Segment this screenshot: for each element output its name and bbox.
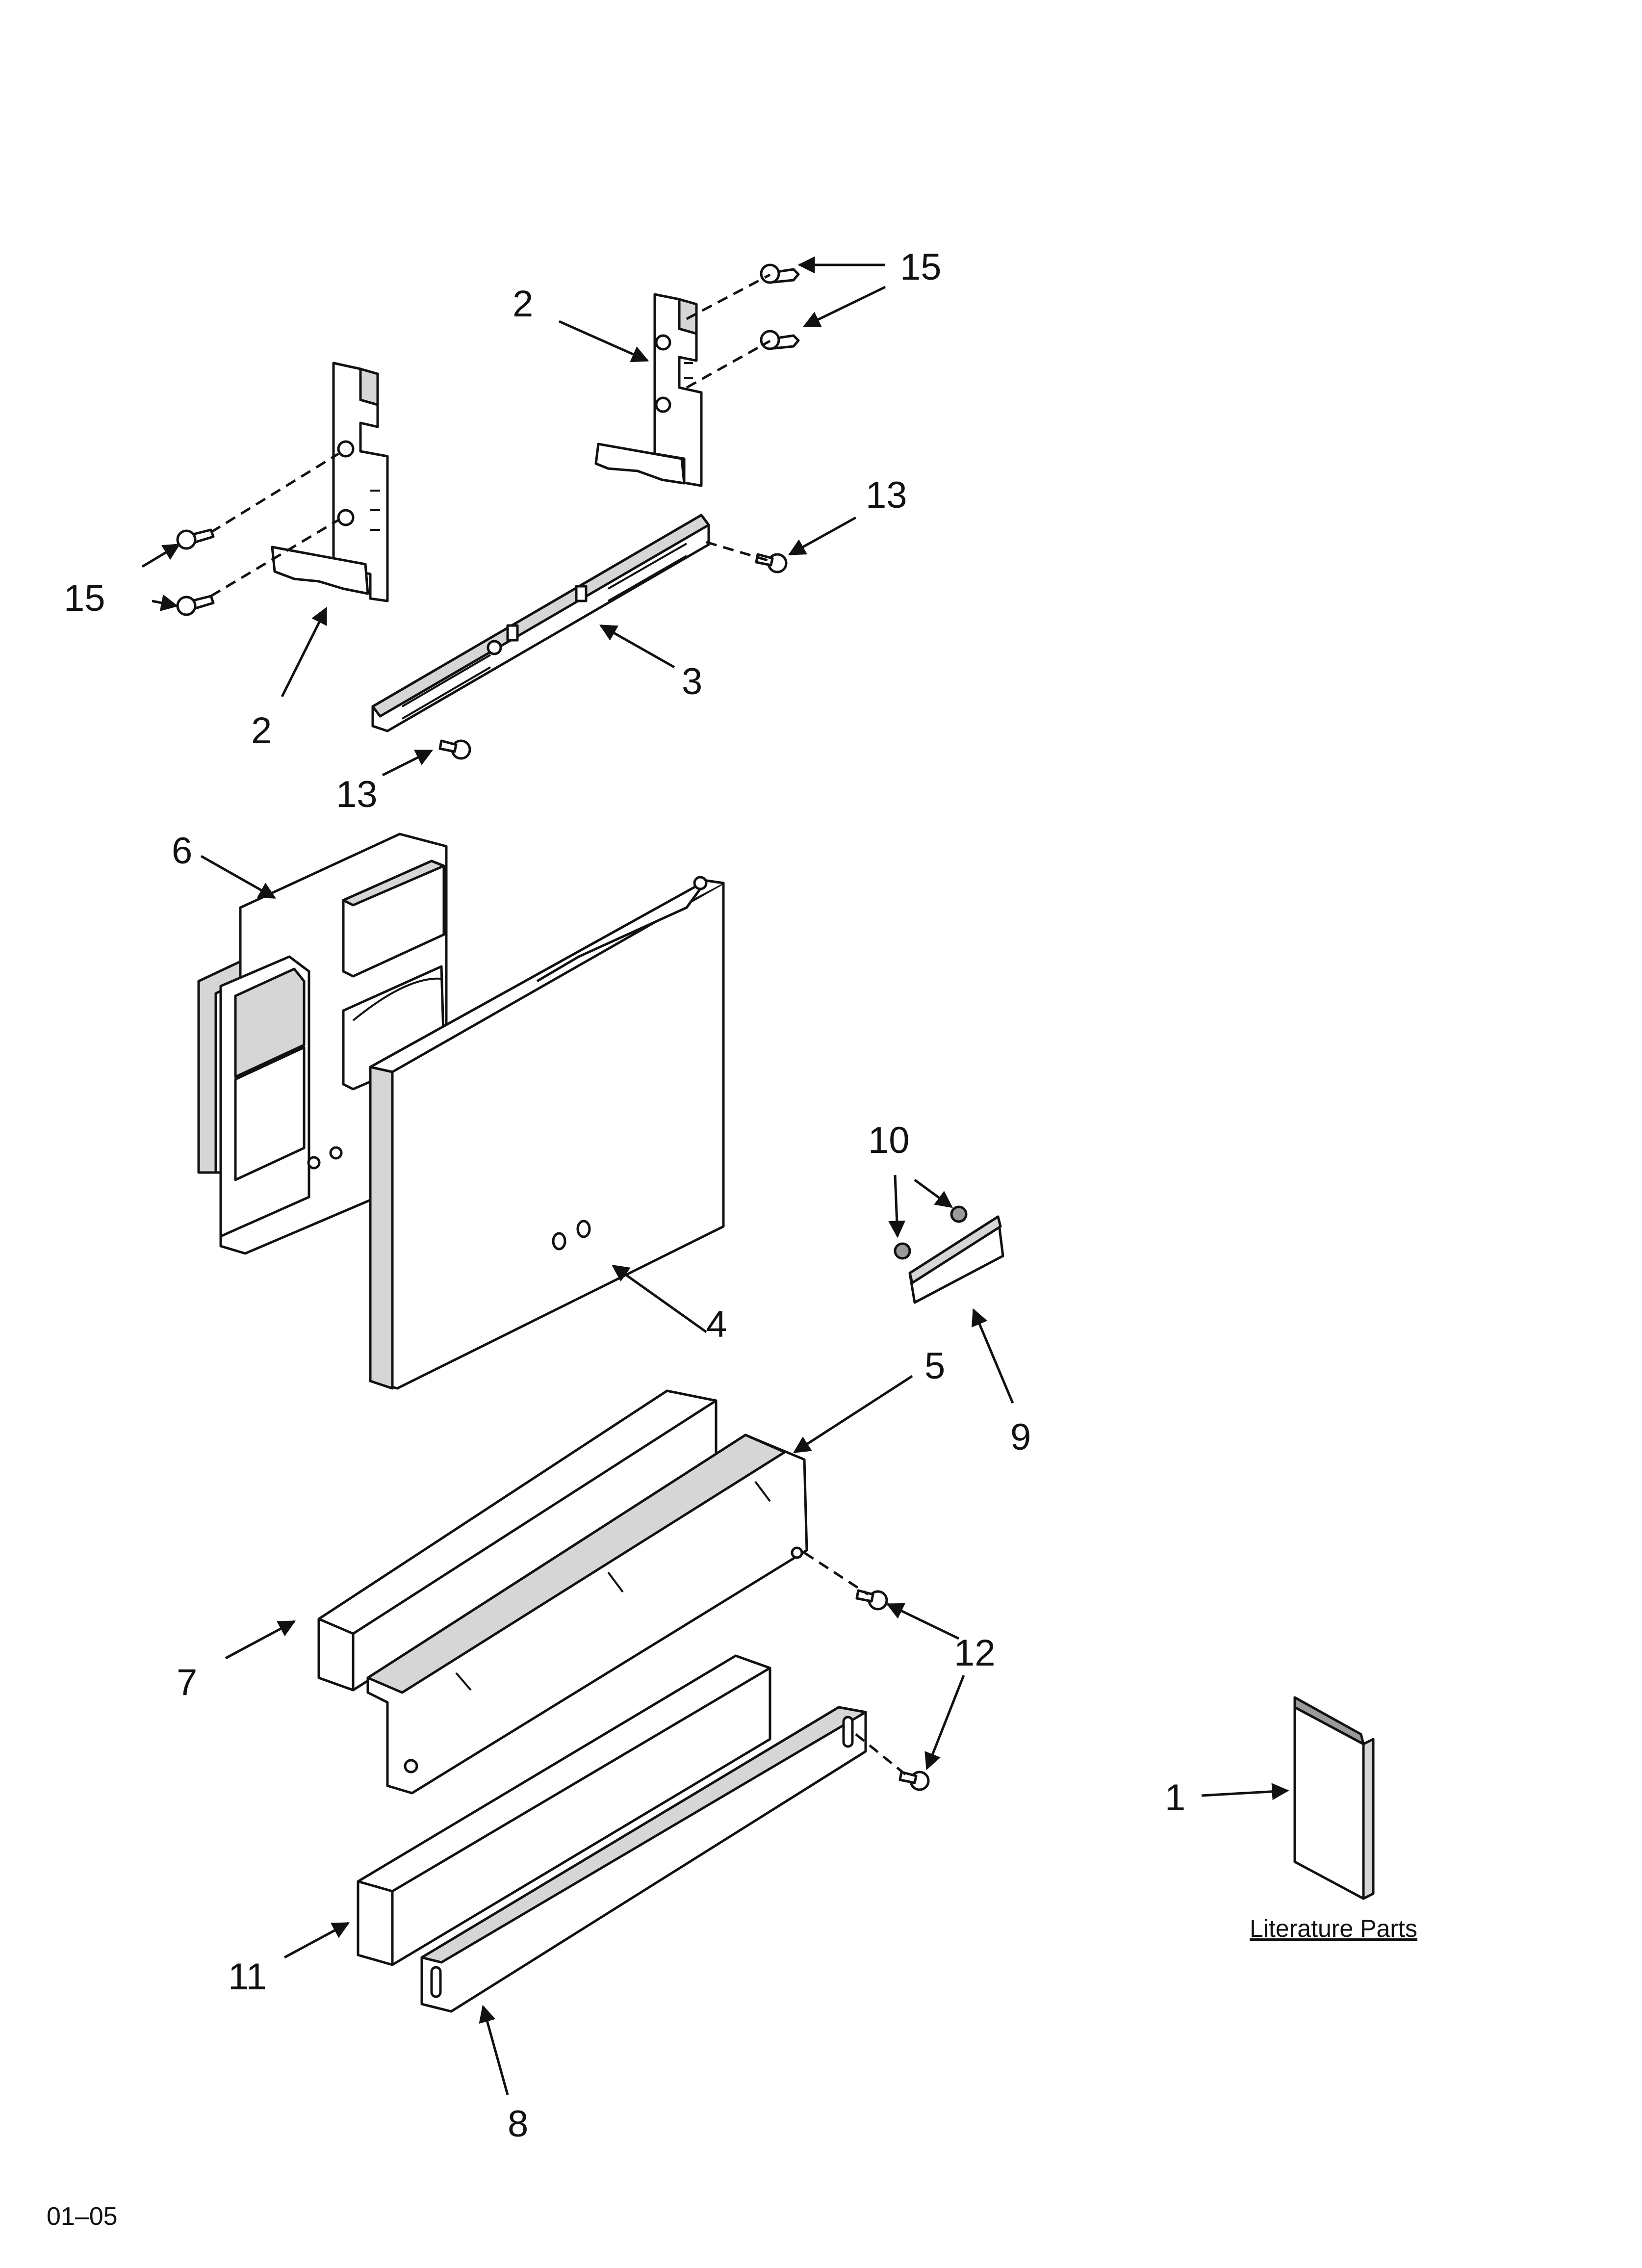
outer-door-panel [369,876,725,1390]
hinge-bracket-right [594,293,703,487]
callout-13-bottom: 13 [336,774,378,815]
callout-10: 10 [868,1120,910,1161]
callout-2-top: 2 [513,283,533,325]
callout-1: 1 [1165,1777,1185,1819]
callout-5: 5 [924,1345,945,1387]
callout-9: 9 [1010,1416,1031,1458]
door-channel-bracket [366,1434,808,1795]
callout-8: 8 [508,2103,528,2145]
assembly-lines [210,273,908,1777]
callout-13-right: 13 [866,474,907,516]
callout-3: 3 [682,661,702,703]
door-handle-trim [894,1205,1004,1304]
kick-plate-strip [420,1706,867,2013]
callout-12: 12 [954,1632,996,1674]
callout-11: 11 [228,1956,267,1998]
page-code: 01–05 [47,2202,118,2231]
callout-15-left: 15 [64,577,105,619]
callout-6: 6 [172,830,192,872]
leader-arrows [141,256,1289,2095]
callout-15-top: 15 [900,246,942,288]
literature-parts-caption: Literature Parts [1250,1915,1417,1942]
inner-door-panel [197,833,448,1255]
foam-insulation-lower [357,1654,771,1966]
callout-2-left: 2 [251,710,272,752]
callout-4: 4 [706,1303,727,1345]
literature-booklet [1293,1696,1375,1900]
callout-labels: 2 15 13 15 2 3 13 6 10 4 5 9 12 7 1 11 8 [64,246,1185,2145]
screws [176,263,930,1791]
mounting-rail [371,514,710,732]
callout-7: 7 [177,1662,197,1703]
hinge-bracket-left [271,362,389,602]
